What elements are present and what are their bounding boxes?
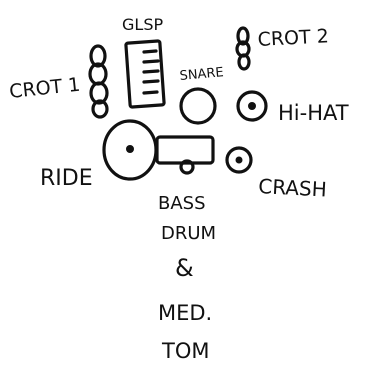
hi-hat-label: Hi-HAT — [278, 101, 349, 125]
bass-drum-label-line-2: DRUM — [161, 223, 216, 244]
ride-cymbal-icon — [104, 121, 156, 179]
snare-drum-icon — [181, 89, 215, 123]
glockenspiel-icon — [126, 41, 164, 107]
crotale-2-label: CROT 2 — [257, 25, 329, 51]
glockenspiel-label: GLSP — [122, 15, 163, 34]
bass-drum-label-line-1: BASS — [158, 193, 206, 214]
hi-hat-icon — [238, 92, 266, 120]
med-tom-label-line-2: TOM — [161, 339, 209, 363]
ride-label: RIDE — [40, 166, 93, 191]
crash-label: CRASH — [258, 174, 328, 202]
crotale-2-icon — [237, 28, 249, 69]
med-tom-label-line-1: MED. — [158, 301, 212, 325]
bass-drum-label-line-3: & — [175, 254, 194, 282]
bass-drum-icon — [157, 137, 213, 173]
snare-label: SNARE — [179, 65, 224, 84]
crotale-1-label: CROT 1 — [8, 74, 81, 103]
crash-cymbal-icon — [227, 148, 251, 172]
crotale-1-icon — [90, 46, 107, 117]
